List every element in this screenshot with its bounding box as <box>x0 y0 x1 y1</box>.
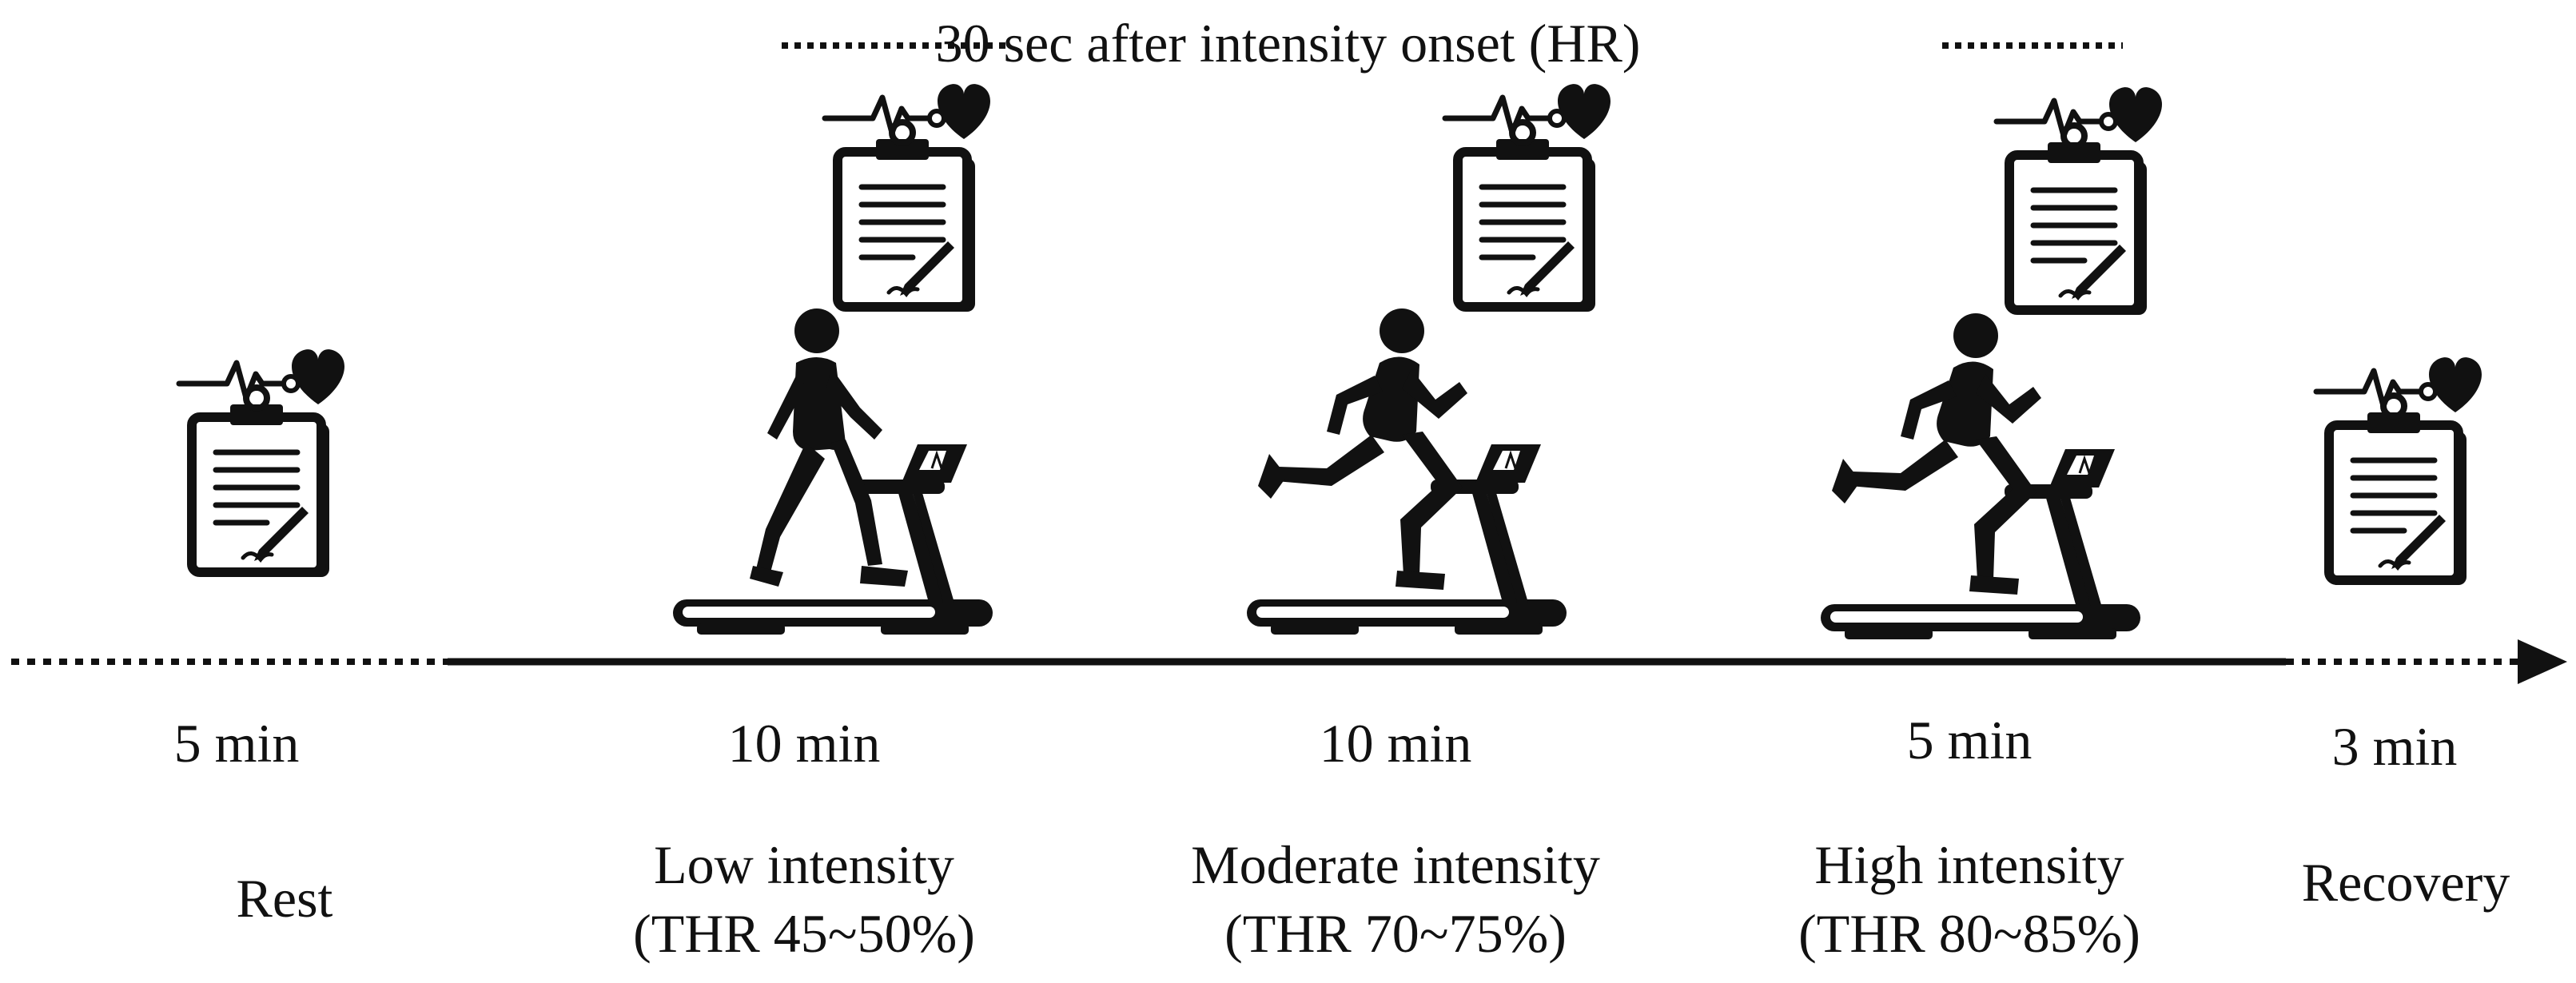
low-label: Low intensity <box>654 834 954 895</box>
low-treadmill-walker-icon <box>671 308 994 636</box>
moderate-thr: (THR 70~75%) <box>1224 903 1567 964</box>
high-treadmill-runner-icon <box>1819 313 2142 641</box>
high-thr: (THR 80~85%) <box>1798 903 2140 964</box>
high-duration: 5 min <box>1906 710 2033 770</box>
timeline-arrowhead <box>2518 639 2567 684</box>
moderate-treadmill-runner-icon <box>1245 308 1568 636</box>
recovery-label: Recovery <box>2301 852 2510 913</box>
moderate-clipboard-icon <box>1445 84 1610 312</box>
high-label: High intensity <box>1814 834 2124 895</box>
low-thr: (THR 45~50%) <box>633 903 975 964</box>
high-clipboard-icon <box>1997 87 2162 315</box>
low-duration: 10 min <box>727 713 881 774</box>
rest-duration: 5 min <box>173 713 300 774</box>
diagram-title: 30 sec after intensity onset (HR) <box>935 13 1641 74</box>
recovery-clipboard-icon <box>2316 357 2482 585</box>
moderate-label: Moderate intensity <box>1191 834 1600 895</box>
recovery-duration: 3 min <box>2331 716 2458 777</box>
rest-clipboard-icon <box>179 349 344 577</box>
rest-label: Rest <box>236 868 333 929</box>
moderate-duration: 10 min <box>1319 713 1472 774</box>
low-clipboard-icon <box>825 84 990 312</box>
